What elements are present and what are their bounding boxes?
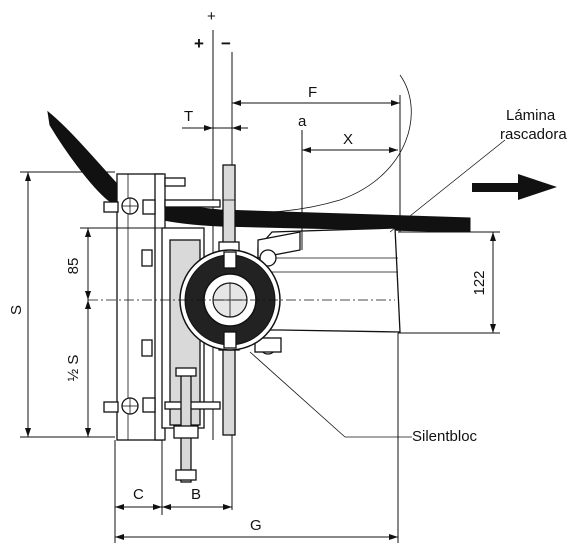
silentbloc-bearing <box>179 249 281 351</box>
label-silentbloc: Silentbloc <box>412 428 478 445</box>
label-plus-top: + <box>207 8 216 25</box>
label-rascadora: rascadora <box>500 126 567 143</box>
label-lamina: Lámina <box>506 107 556 124</box>
label-C: C <box>133 486 144 503</box>
label-X: X <box>343 131 353 148</box>
label-half-S: ½ S <box>65 355 82 382</box>
scraper-arm <box>254 227 401 355</box>
label-minus: − <box>221 34 231 53</box>
arrow-right-icon <box>472 174 557 200</box>
label-G: G <box>250 517 262 534</box>
label-T: T <box>184 108 193 125</box>
label-F: F <box>308 84 317 101</box>
drum-outline <box>231 74 412 214</box>
leader-lamina <box>389 139 506 233</box>
label-S: S <box>8 305 25 315</box>
label-plus: + <box>194 34 204 53</box>
label-B: B <box>191 486 201 503</box>
label-85: 85 <box>65 258 82 275</box>
label-a: a <box>298 113 307 130</box>
label-122: 122 <box>471 270 488 295</box>
